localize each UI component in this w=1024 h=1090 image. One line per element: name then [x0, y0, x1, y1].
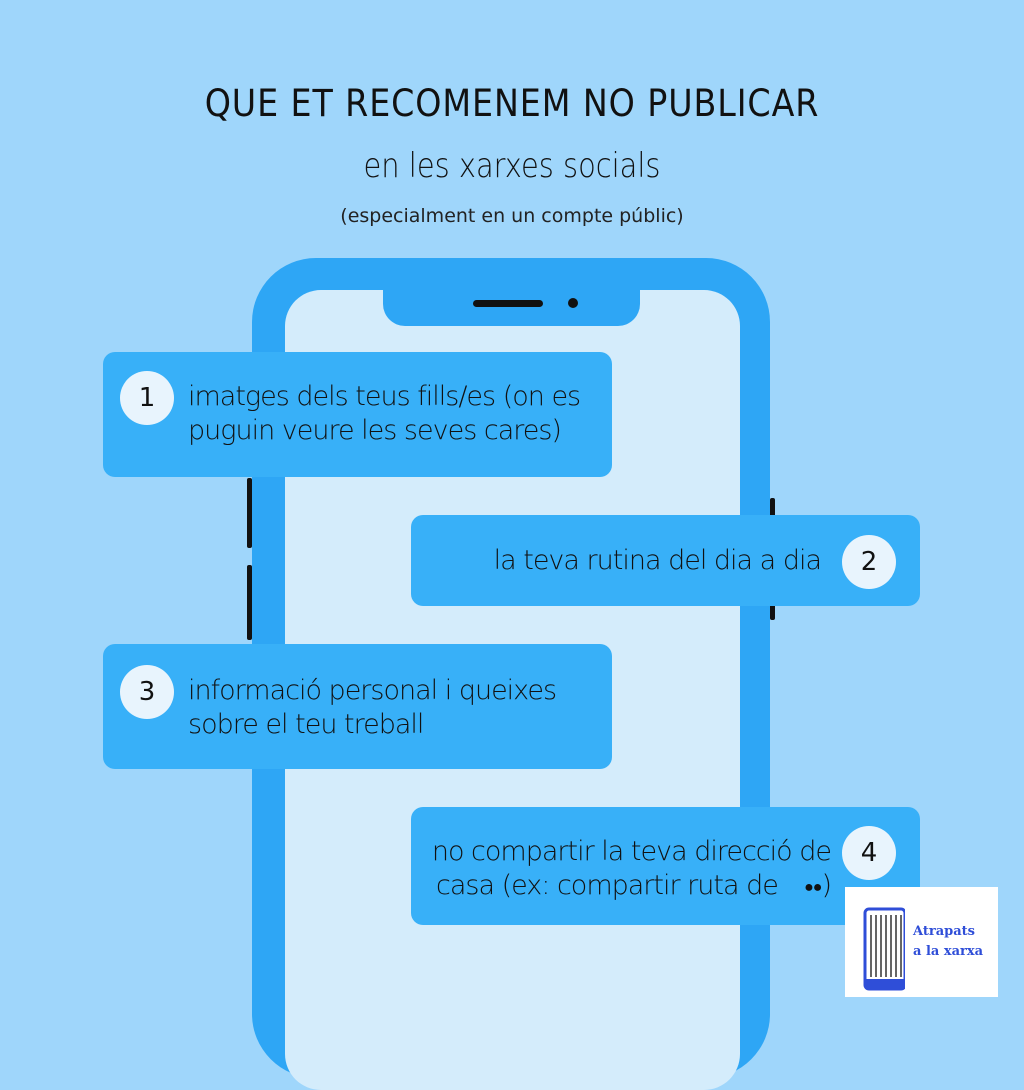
- item-number: 4: [842, 826, 896, 880]
- item-text: la teva rutina del dia a dia: [493, 545, 822, 576]
- item-text: no compartir la teva direcció de casa (e…: [431, 835, 832, 904]
- item-text-suffix: ): [821, 870, 832, 901]
- phone-side-button: [247, 478, 252, 548]
- item-3: 3 informació personal i queixes sobre el…: [103, 644, 612, 769]
- phone-side-button: [247, 565, 252, 640]
- item-1: 1 imatges dels teus fills/es (on es pugu…: [103, 352, 612, 477]
- item-4: no compartir la teva direcció de casa (e…: [411, 807, 920, 925]
- item-text: imatges dels teus fills/es (on es puguin…: [188, 381, 581, 446]
- footprints-icon: ●●: [804, 876, 822, 896]
- item-text: informació personal i queixes sobre el t…: [188, 675, 557, 740]
- logo: Atrapats a la xarxa: [845, 887, 998, 997]
- phone-notch: [383, 290, 640, 326]
- item-number: 1: [120, 371, 174, 425]
- item-number: 3: [120, 665, 174, 719]
- speaker-icon: [473, 300, 543, 307]
- item-2: la teva rutina del dia a dia 2: [411, 515, 920, 606]
- logo-line1: Atrapats: [913, 924, 975, 939]
- phone-jail-logo-icon: [863, 907, 907, 991]
- camera-icon: [568, 298, 578, 308]
- subtitle: en les xarxes socials: [363, 146, 661, 186]
- title: QUE ET RECOMENEM NO PUBLICAR: [204, 82, 820, 125]
- item-text-main: no compartir la teva direcció de casa (e…: [431, 836, 832, 901]
- note: (especialment en un compte públic): [340, 205, 684, 227]
- item-number: 2: [842, 535, 896, 589]
- logo-line2: a la xarxa: [913, 944, 984, 959]
